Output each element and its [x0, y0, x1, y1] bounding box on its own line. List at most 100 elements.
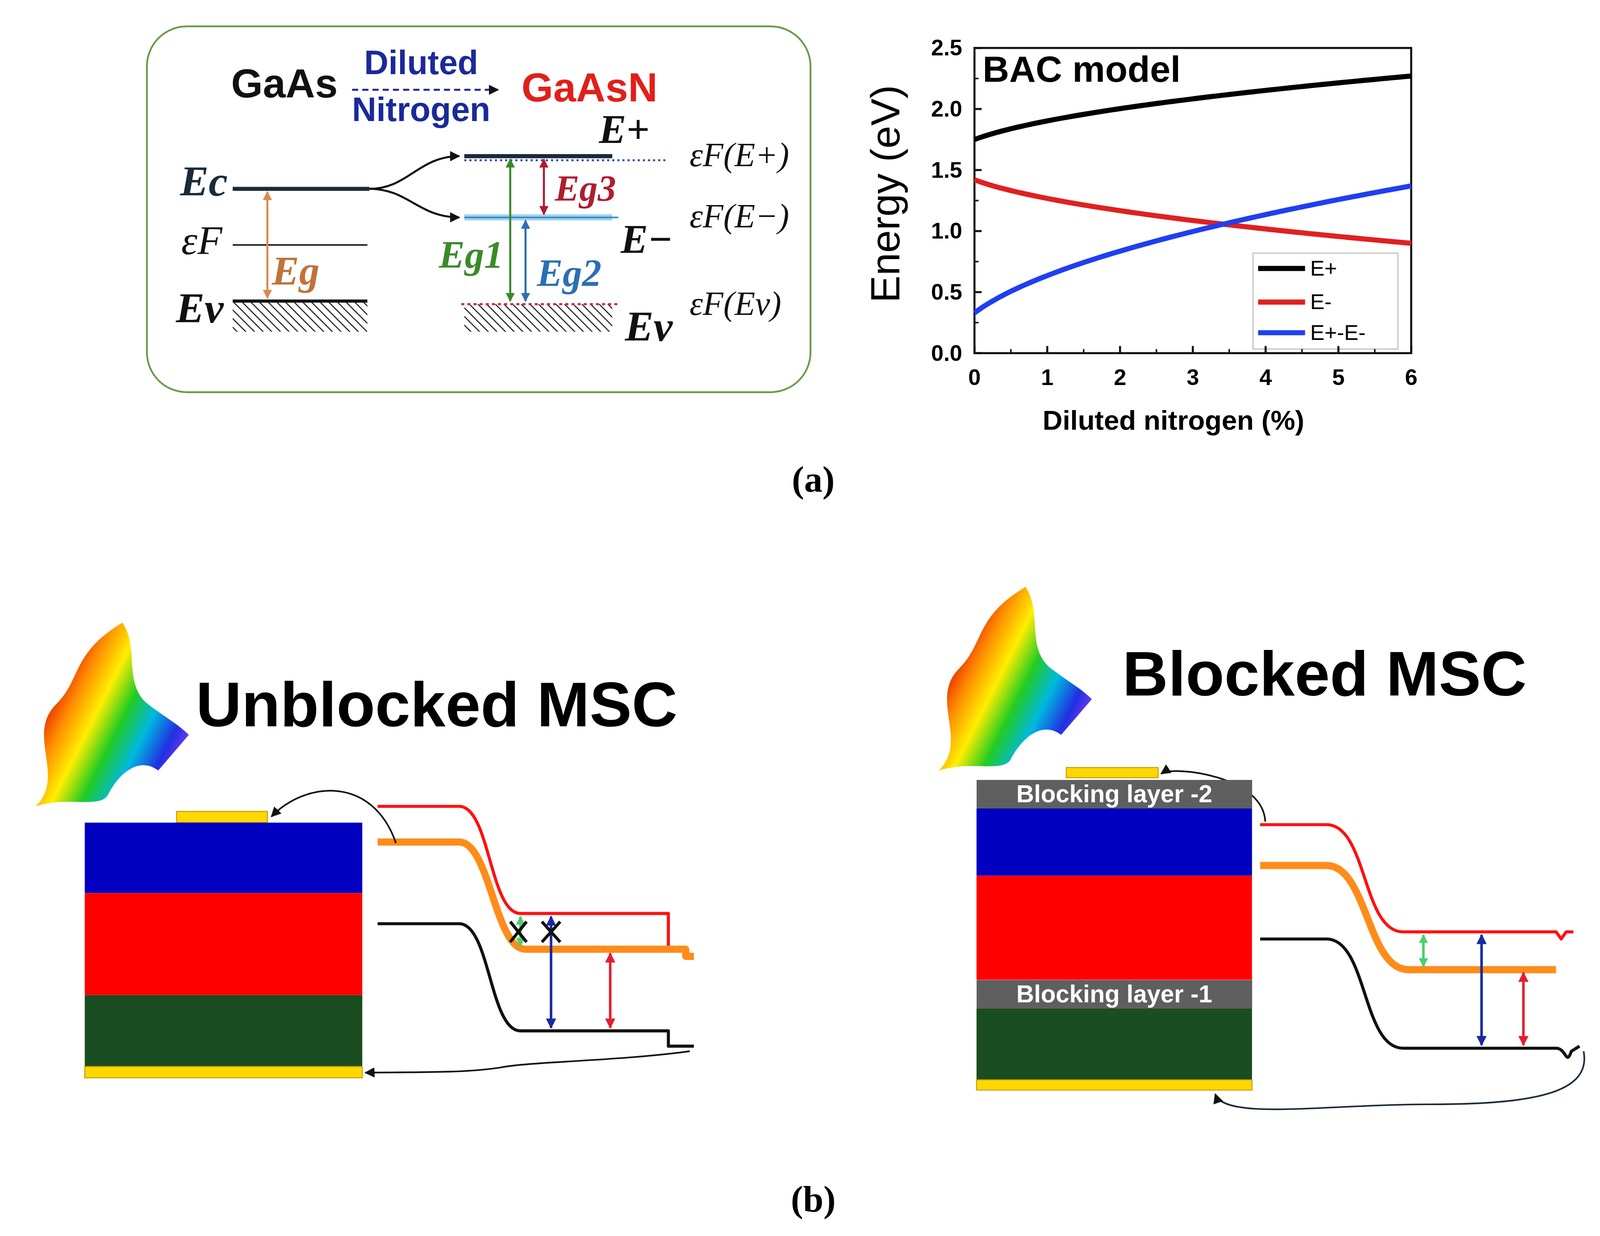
chart-title: BAC model	[982, 48, 1181, 91]
light-wave	[35, 586, 1092, 807]
cell-stack	[176, 810, 268, 823]
axis-tick	[1155, 348, 1158, 353]
band-diagram-a	[266, 192, 269, 299]
transition-arrow	[1422, 934, 1425, 967]
cell-stack	[84, 994, 363, 1067]
cell-stack	[976, 1079, 1253, 1090]
band-label: GaAsN	[521, 63, 658, 111]
axis-tick	[1337, 346, 1340, 354]
blocked-cross	[510, 921, 527, 942]
tick-label: 4	[1259, 364, 1272, 391]
tick-label: 2.0	[931, 96, 963, 122]
axis-tick	[974, 108, 982, 111]
band-label: εF(E+)	[689, 135, 790, 175]
light-wave	[35, 622, 189, 807]
tick-label: 0.5	[931, 279, 963, 305]
legend-sample	[1257, 299, 1305, 305]
cell-stack	[84, 1066, 363, 1078]
band-label: εF(Ev)	[689, 284, 782, 324]
band-diagram-a	[464, 304, 613, 332]
panel-caption: (a)	[791, 458, 835, 502]
band-profile	[377, 923, 694, 1046]
axis-tick	[1264, 346, 1267, 354]
band-profile	[377, 806, 1580, 1057]
legend-sample	[1257, 330, 1305, 335]
blocking-layer: Blocking layer -1	[976, 979, 1253, 1009]
chart-curve	[974, 75, 1412, 313]
cell-stack	[976, 875, 1253, 980]
band-label: εF(E−)	[689, 196, 790, 236]
transition-arrow	[520, 916, 1524, 1045]
tick-label: 0.0	[931, 340, 963, 367]
panel-title: Blocked MSC	[1122, 637, 1527, 711]
band-label: Diluted Nitrogen	[331, 39, 511, 134]
panel-caption: (b)	[790, 1178, 836, 1221]
band-diagram-a	[464, 154, 613, 159]
band-label: E−	[620, 216, 673, 264]
chart-curve	[974, 185, 1412, 313]
cell-stack	[976, 1007, 1253, 1080]
tick-label: 2.5	[931, 34, 963, 61]
band-diagram-a	[543, 158, 546, 214]
band-label: Eg1	[438, 232, 504, 278]
legend-sample	[1257, 268, 1305, 333]
axis-tick	[1119, 346, 1122, 354]
carrier-path	[271, 790, 397, 843]
layer-label: Blocking layer -2	[1016, 779, 1213, 808]
blocked-cross	[541, 921, 560, 942]
band-diagram-a	[464, 216, 619, 218]
band-label: Ev	[175, 283, 224, 333]
axis-tick	[974, 77, 979, 80]
axis-tick	[974, 46, 982, 50]
chart-frame	[974, 47, 1412, 353]
axis-title: Energy (eV)	[862, 84, 910, 303]
band-label: E+	[598, 105, 650, 153]
legend-text: E+	[1310, 255, 1337, 281]
band-diagram-a	[369, 156, 460, 189]
band-label: Eg2	[536, 250, 602, 296]
axis-tick	[974, 199, 979, 201]
blocked-cross	[510, 921, 561, 942]
band-label: Eg3	[555, 167, 617, 210]
axis-tick	[1410, 346, 1413, 354]
band-profile	[1260, 938, 1580, 1057]
axis-tick	[1374, 348, 1376, 353]
band-profile	[377, 841, 694, 957]
axis-tick	[1301, 348, 1303, 353]
tick-label: 1	[1040, 364, 1054, 391]
cell-stack	[84, 767, 1253, 1090]
transition-arrow	[1480, 934, 1484, 1045]
axis-tick	[974, 47, 1412, 353]
axis-tick	[974, 321, 979, 324]
cell-stack	[1066, 767, 1159, 778]
band-label: Ev	[624, 301, 673, 351]
band-diagram-a	[351, 88, 498, 92]
axis-title: Diluted nitrogen (%)	[1042, 404, 1305, 437]
transition-arrow	[609, 952, 612, 1028]
tick-label: 6	[1404, 364, 1418, 391]
chart-frame	[974, 47, 1412, 353]
tick-label: 0	[968, 364, 981, 391]
band-panel: GaAsDiluted NitrogenGaAsNEcεFEgEvE+Eg3E−…	[146, 25, 812, 393]
cell-stack	[84, 892, 363, 995]
band-label: εF	[181, 217, 223, 264]
blocked-cross	[541, 921, 560, 942]
cell-stack	[976, 808, 1253, 876]
chart-frame	[1253, 253, 1398, 350]
band-diagram-a	[369, 188, 460, 218]
cell-stack	[84, 822, 363, 894]
axis-tick	[974, 168, 982, 172]
band-label: GaAs	[231, 59, 339, 107]
carrier-path	[365, 1050, 690, 1073]
axis-tick	[1010, 348, 1012, 353]
axis-tick	[974, 291, 982, 294]
light-wave	[938, 586, 1092, 771]
band-diagram-a	[232, 244, 368, 246]
band-profile	[377, 806, 669, 949]
carrier-path	[271, 770, 1585, 1109]
axis-tick	[973, 346, 976, 354]
axis-tick	[1046, 346, 1049, 354]
band-diagram-a	[464, 158, 666, 162]
